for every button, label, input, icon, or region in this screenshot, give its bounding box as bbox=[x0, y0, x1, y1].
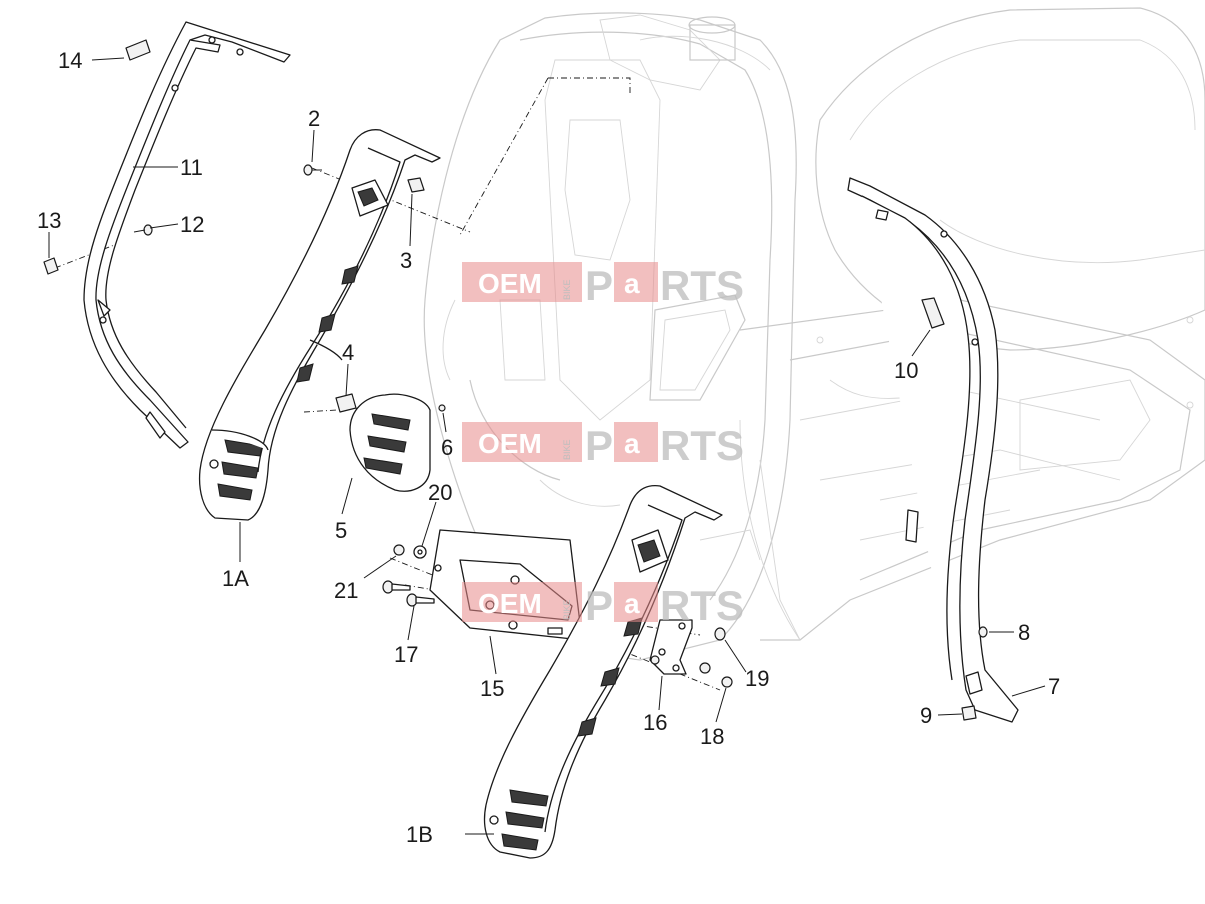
label-18: 18 bbox=[700, 724, 724, 749]
label-19: 19 bbox=[745, 666, 769, 691]
watermark-text-d: RTS bbox=[660, 262, 744, 309]
label-21: 21 bbox=[334, 578, 358, 603]
watermark-text-d: RTS bbox=[660, 582, 744, 629]
part-4-clip bbox=[335, 393, 357, 413]
label-8: 8 bbox=[1018, 620, 1030, 645]
part-13-clip bbox=[43, 257, 59, 275]
part-21-nut bbox=[393, 544, 405, 556]
label-7: 7 bbox=[1048, 674, 1060, 699]
label-15: 15 bbox=[480, 676, 504, 701]
part-18-nuts bbox=[699, 662, 733, 688]
watermark-2: OEM BIKE P a RTS bbox=[462, 422, 744, 469]
label-13: 13 bbox=[37, 208, 61, 233]
label-9: 9 bbox=[920, 703, 932, 728]
watermark-small: BIKE bbox=[562, 439, 572, 460]
part-2-screw bbox=[303, 164, 322, 176]
label-17: 17 bbox=[394, 642, 418, 667]
watermark-text-c: a bbox=[624, 428, 640, 459]
part-7-right-trim-strip bbox=[847, 177, 1019, 723]
watermark-text-c: a bbox=[624, 268, 640, 299]
part-8-screw bbox=[978, 626, 988, 638]
watermark-3: OEM BIKE P a RTS bbox=[462, 582, 744, 629]
watermark-text-b: P bbox=[585, 262, 613, 309]
leader-lines bbox=[48, 57, 1046, 835]
watermark-text-c: a bbox=[624, 588, 640, 619]
label-10: 10 bbox=[894, 358, 918, 383]
label-14: 14 bbox=[58, 48, 82, 73]
callout-labels: 14 11 12 13 2 3 4 6 5 1A 20 21 17 15 16 … bbox=[37, 48, 1060, 847]
part-6-screw bbox=[438, 404, 446, 412]
watermark-small: BIKE bbox=[562, 599, 572, 620]
watermark-1: OEM BIKE P a RTS bbox=[462, 262, 744, 309]
label-20: 20 bbox=[428, 480, 452, 505]
part-5-grille bbox=[349, 393, 431, 492]
watermark-text-a: OEM bbox=[478, 428, 542, 459]
watermark-text-d: RTS bbox=[660, 422, 744, 469]
part-1A-left-legshield bbox=[198, 129, 441, 521]
label-5: 5 bbox=[335, 518, 347, 543]
watermark-text-b: P bbox=[585, 422, 613, 469]
part-3-nut bbox=[407, 177, 425, 193]
part-16-bracket bbox=[649, 619, 693, 675]
watermark-text-a: OEM bbox=[478, 268, 542, 299]
part-9-clip bbox=[961, 705, 977, 721]
watermark-small: BIKE bbox=[562, 279, 572, 300]
part-14-pad bbox=[125, 39, 151, 61]
watermark-text-b: P bbox=[585, 582, 613, 629]
part-19-screw bbox=[714, 627, 726, 641]
label-6: 6 bbox=[441, 435, 453, 460]
label-12: 12 bbox=[180, 212, 204, 237]
part-20-washer bbox=[413, 545, 427, 559]
part-10-pad bbox=[921, 297, 945, 329]
part-17-bolts bbox=[382, 580, 435, 607]
part-11-left-trim-strip bbox=[83, 21, 291, 449]
label-16: 16 bbox=[643, 710, 667, 735]
watermark-text-a: OEM bbox=[478, 588, 542, 619]
label-1B: 1B bbox=[406, 822, 433, 847]
label-1A: 1A bbox=[222, 566, 249, 591]
label-4: 4 bbox=[342, 340, 354, 365]
label-2: 2 bbox=[308, 106, 320, 131]
label-11: 11 bbox=[180, 155, 203, 180]
label-3: 3 bbox=[400, 248, 412, 273]
